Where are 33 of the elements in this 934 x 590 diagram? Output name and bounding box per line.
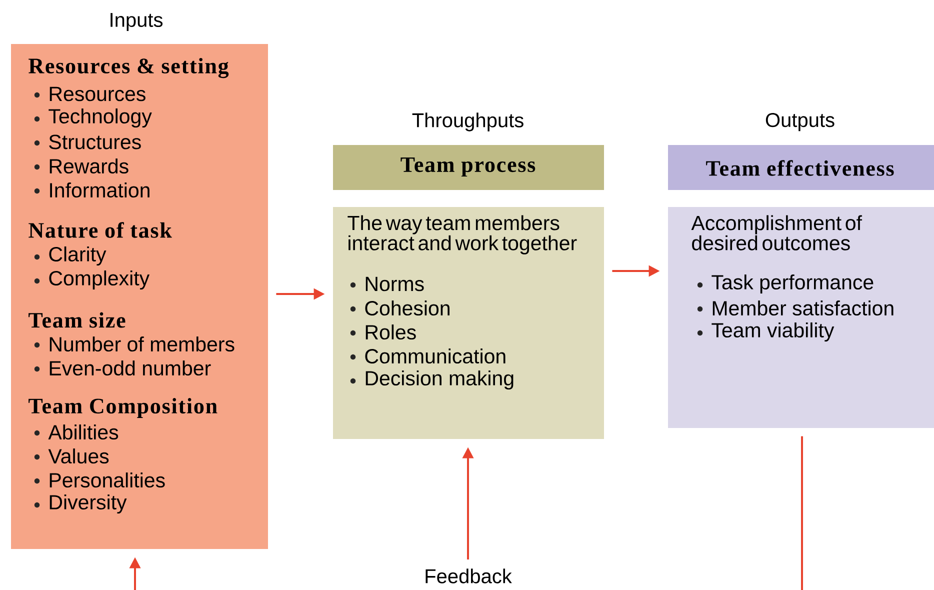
list-item: Rewards: [34, 158, 128, 174]
text-label: Feedback: [426, 568, 512, 584]
list-item: Structures: [34, 134, 141, 150]
box-title: Team effectiveness: [706, 160, 894, 176]
list-item: Norms: [350, 276, 424, 292]
section-heading: Nature of task: [28, 222, 172, 238]
list-item: Number of members: [34, 336, 234, 352]
list-item: Values: [34, 448, 109, 464]
column-heading: Throughputs: [412, 112, 524, 132]
list-item: Member satisfaction: [697, 300, 894, 316]
list-item: Personalities: [34, 472, 165, 488]
section-heading: Resources & setting: [28, 58, 229, 78]
list-item: Resources: [34, 86, 146, 102]
list-item: Decision making: [350, 370, 514, 390]
list-item: Abilities: [34, 424, 118, 440]
description-text: Accomplishment of desired outcomes: [691, 215, 862, 250]
list-item: Communication: [350, 348, 506, 364]
list-item: Task performance: [697, 274, 874, 294]
list-item: Clarity: [34, 246, 106, 266]
section-heading: Team size: [28, 312, 126, 328]
box-title: Team process: [400, 157, 536, 177]
list-item: Complexity: [34, 270, 150, 290]
section-heading: Team Composition: [28, 398, 218, 418]
list-item: Team viability: [697, 322, 834, 342]
description-text: The way team members interact and work together: [348, 215, 577, 254]
list-item: Roles: [350, 324, 416, 340]
column-heading: Inputs: [110, 13, 162, 31]
list-item: Diversity: [34, 494, 127, 514]
column-heading: Outputs: [766, 112, 834, 132]
list-item: Even-odd number: [34, 360, 211, 376]
list-item: Technology: [34, 108, 152, 128]
list-item: Cohesion: [350, 300, 450, 316]
list-item: Information: [34, 182, 150, 198]
